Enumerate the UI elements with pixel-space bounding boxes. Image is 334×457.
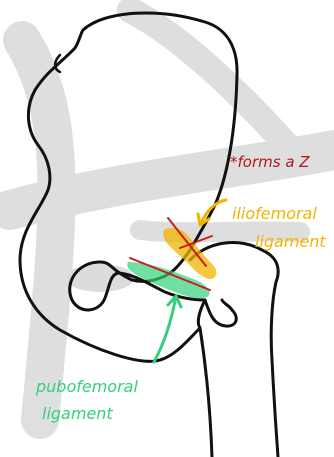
femur-shaft-medial — [200, 328, 212, 457]
femur-neck — [205, 300, 236, 326]
iliofemoral-label-line2: ligament — [255, 232, 326, 251]
pubofemoral-label-line1: pubofemoral — [35, 377, 138, 396]
forms-a-z-note: *forms a Z — [230, 153, 310, 171]
pubofemoral-label-line2: ligament — [42, 404, 113, 423]
iliofemoral-label-line1: iliofemoral — [232, 204, 317, 223]
